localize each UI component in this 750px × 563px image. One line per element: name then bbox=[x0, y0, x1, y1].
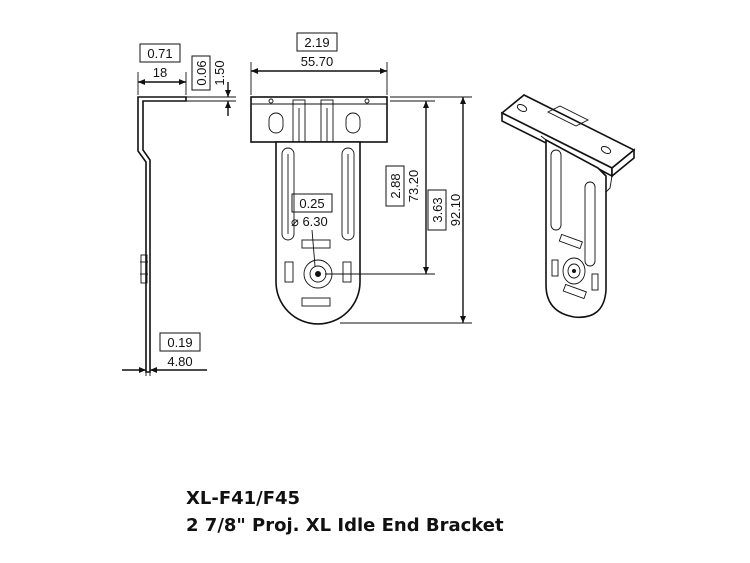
hole-drop-mm-label: 73.20 bbox=[406, 170, 421, 203]
offset-dimension: 0.06 1.50 bbox=[186, 55, 236, 116]
width-mm-label: 55.70 bbox=[301, 54, 334, 69]
offset-inch-label: 0.06 bbox=[194, 60, 209, 85]
width-dimension: 2.19 55.70 bbox=[250, 32, 388, 95]
thickness-mm-label: 4.80 bbox=[167, 354, 192, 369]
hole-inch-label: 0.25 bbox=[299, 196, 324, 211]
width-inch-label: 2.19 bbox=[304, 35, 329, 50]
total-height-inch-label: 3.63 bbox=[430, 197, 445, 222]
total-height-dimension: 3.63 92.10 bbox=[340, 96, 472, 324]
thickness-dimension: 0.19 4.80 bbox=[122, 325, 207, 376]
side-view bbox=[137, 96, 187, 373]
hole-dimension: 0.25 ⌀ 6.30 bbox=[291, 193, 333, 267]
front-view bbox=[250, 96, 388, 325]
flange-inch-label: 0.71 bbox=[147, 46, 172, 61]
model-title: XL-F41/F45 bbox=[186, 488, 301, 509]
product-description: 2 7/8" Proj. XL Idle End Bracket bbox=[186, 515, 504, 536]
total-height-mm-label: 92.10 bbox=[448, 194, 463, 227]
flange-dimension: 0.71 18 bbox=[137, 43, 187, 95]
isometric-view bbox=[500, 94, 636, 319]
offset-mm-label: 1.50 bbox=[212, 60, 227, 85]
flange-mm-label: 18 bbox=[153, 65, 167, 80]
hole-drop-dimension: 2.88 73.20 bbox=[325, 100, 435, 275]
hole-drop-inch-label: 2.88 bbox=[388, 173, 403, 198]
thickness-inch-label: 0.19 bbox=[167, 335, 192, 350]
hole-mm-label: ⌀ 6.30 bbox=[291, 214, 328, 229]
